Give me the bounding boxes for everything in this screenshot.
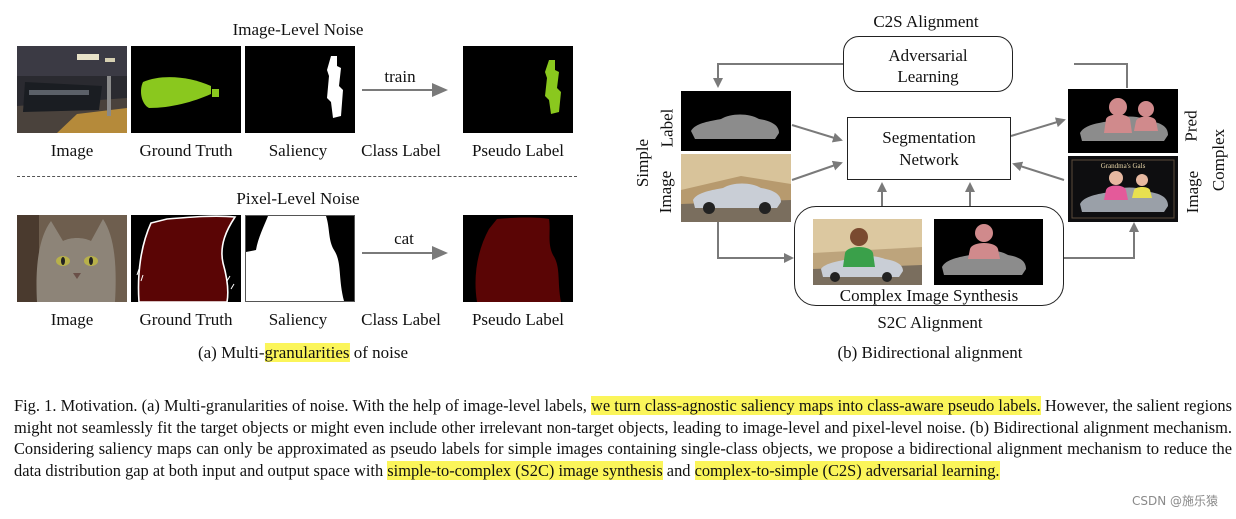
train-ground-truth <box>131 46 241 133</box>
complex-image-synthesis-box: Complex Image Synthesis <box>794 206 1064 306</box>
image-level-title: Image-Level Noise <box>232 20 364 39</box>
train-image <box>17 46 127 133</box>
train-pseudo-label <box>463 46 573 133</box>
caption-highlight-1: we turn class-agnostic saliency maps int… <box>591 396 1041 415</box>
row2-label-ground-truth: Ground Truth <box>139 310 233 329</box>
simple-label-thumb <box>681 91 791 151</box>
caption-highlight-2: simple-to-complex (S2C) image synthesis <box>387 460 663 480</box>
adversarial-learning-box: Adversarial Learning <box>843 36 1013 92</box>
complex-image-thumb: Grandma's Gals <box>1068 156 1178 222</box>
s2c-title: S2C Alignment <box>877 313 983 332</box>
adversarial-line2: Learning <box>897 67 959 86</box>
image-label-right: Image <box>1183 170 1203 214</box>
row1-label-class-label: Class Label <box>361 141 441 160</box>
complex-image-caption: Grandma's Gals <box>1101 162 1146 170</box>
row2-label-class-label: Class Label <box>361 310 441 329</box>
train-saliency <box>245 46 355 133</box>
segmentation-network-box: Segmentation Network <box>847 117 1011 180</box>
adversarial-line1: Adversarial <box>888 46 968 65</box>
caption-highlight-3: complex-to-simple (C2S) adversarial lear… <box>694 460 1000 480</box>
simple-image-thumb <box>681 154 791 222</box>
row1-label-ground-truth: Ground Truth <box>139 141 233 160</box>
caption-text-3: and <box>662 460 695 480</box>
panel-b-connectors <box>713 63 1139 263</box>
pred-label: Pred <box>1181 110 1201 142</box>
label-label: Label <box>657 108 677 148</box>
panel-a-caption-highlight: granularities <box>264 343 350 362</box>
panel-a-separator <box>17 176 577 177</box>
row2-label-pseudo-label: Pseudo Label <box>471 310 565 329</box>
cat-pseudo-label <box>463 215 573 302</box>
caption-text-1: Fig. 1. Motivation. (a) Multi-granularit… <box>14 396 592 415</box>
panel-a-caption-prefix: (a) Multi- <box>197 343 265 362</box>
cat-arrow-label: cat <box>394 229 414 248</box>
panel-a-caption-suffix: of noise <box>349 343 409 362</box>
figure-caption: Fig. 1. Motivation. (a) Multi-granularit… <box>14 395 1232 481</box>
complex-pred-thumb <box>1068 89 1178 153</box>
cat-ground-truth <box>131 215 241 302</box>
simple-label: Simple <box>633 138 653 188</box>
synthesis-label: Complex Image Synthesis <box>839 286 1019 305</box>
caption-text-2: However, the salient regions might not s… <box>14 396 1232 480</box>
row2-arrow <box>362 246 448 260</box>
c2s-title: C2S Alignment <box>873 12 979 31</box>
synthesis-image-thumb <box>813 219 922 285</box>
train-arrow-label: train <box>384 67 416 86</box>
row1-arrow <box>362 83 448 97</box>
row1-label-pseudo-label: Pseudo Label <box>471 141 565 160</box>
segmentation-line1: Segmentation <box>882 128 976 147</box>
row1-label-image: Image <box>50 141 94 160</box>
image-label-left: Image <box>656 170 676 214</box>
row2-label-image: Image <box>50 310 94 329</box>
row1-label-saliency: Saliency <box>268 141 328 160</box>
synthesis-label-thumb <box>934 219 1043 285</box>
panel-b-caption: (b) Bidirectional alignment <box>837 343 1023 362</box>
panel-a-caption: (a) Multi-granularities of noise <box>198 343 408 363</box>
csdn-watermark: CSDN @施乐猿 <box>1131 494 1218 508</box>
segmentation-line2: Network <box>899 150 959 169</box>
cat-image <box>17 215 127 302</box>
row2-label-saliency: Saliency <box>268 310 328 329</box>
pixel-level-title: Pixel-Level Noise <box>236 189 360 208</box>
complex-label: Complex <box>1209 128 1229 192</box>
cat-saliency <box>245 215 355 302</box>
